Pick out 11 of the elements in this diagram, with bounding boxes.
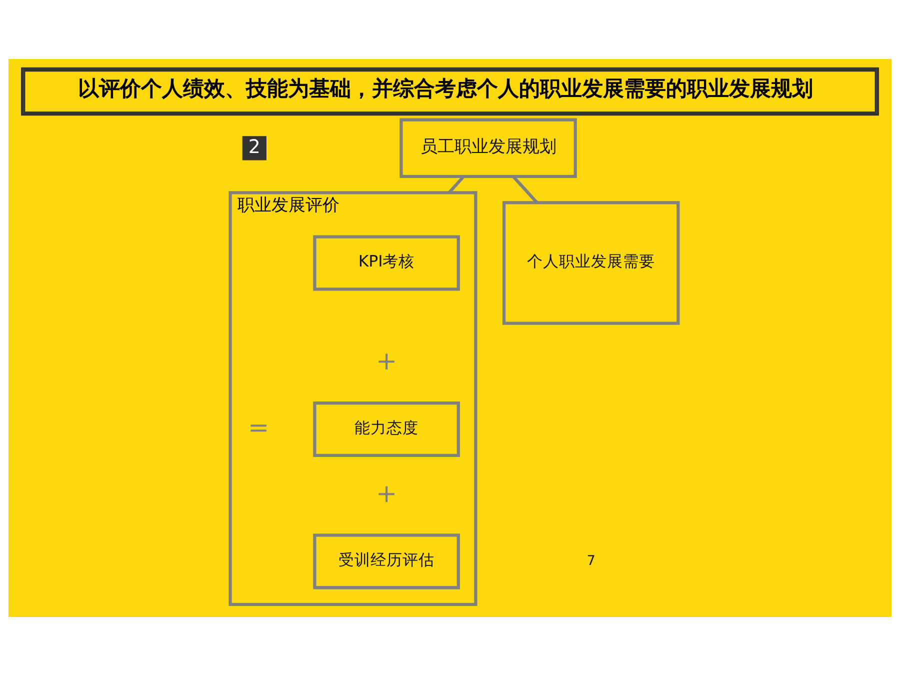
node-box: 受训经历评估	[313, 533, 460, 589]
node-box: 员工职业发展规划	[400, 118, 577, 178]
diagram-title: 以评价个人绩效、技能为基础，并综合考虑个人的职业发展需要的职业发展规划	[78, 76, 814, 100]
label: +	[376, 346, 398, 376]
label: +	[376, 478, 398, 508]
label: =	[248, 412, 270, 442]
node-box: 个人职业发展需要	[502, 200, 680, 324]
label: 2	[248, 135, 260, 158]
node-box: 能力态度	[313, 400, 460, 457]
node-box: KPI考核	[313, 234, 460, 290]
label: 7	[586, 552, 596, 568]
